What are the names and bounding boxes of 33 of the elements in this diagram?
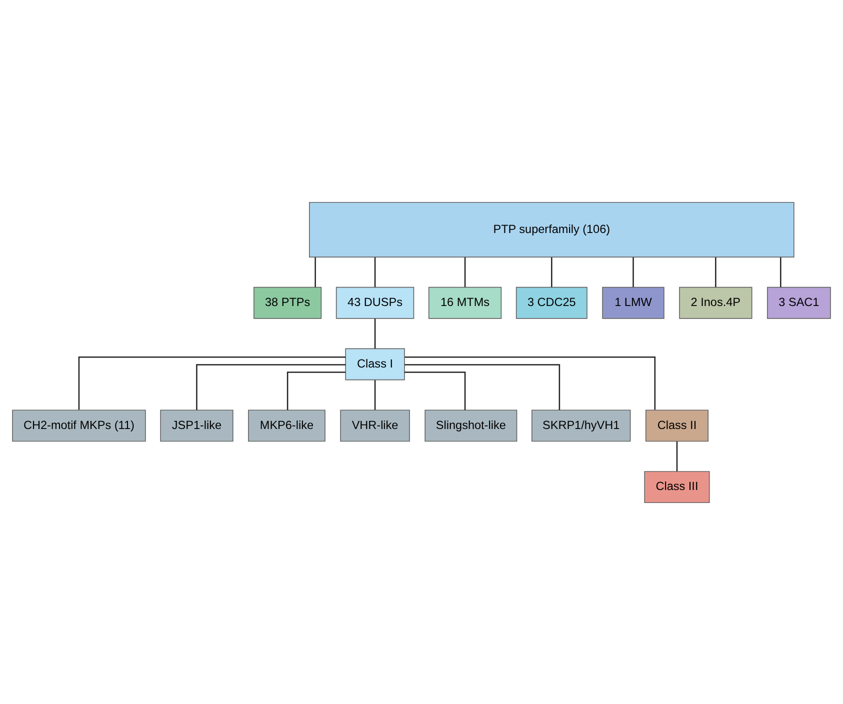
connector (196, 364, 346, 410)
connector (404, 364, 560, 410)
node-box: Slingshot-like (424, 409, 518, 442)
node-box: SKRP1/hyVH1 (531, 409, 631, 442)
connector (404, 371, 466, 410)
connector (715, 256, 716, 287)
connector (780, 256, 782, 287)
node-box: 38 PTPs (254, 286, 322, 318)
connector (78, 356, 346, 410)
node-box: PTP superfamily (106) (309, 201, 794, 257)
node-box: 1 LMW (602, 286, 664, 318)
node-box: 3 SAC1 (766, 286, 831, 318)
node-box: 16 MTMs (428, 286, 502, 318)
node-box: VHR-like (340, 409, 410, 442)
node-box: 3 CDC25 (516, 286, 588, 318)
connector (286, 371, 346, 410)
connector (632, 256, 634, 287)
connector (676, 441, 678, 471)
node-box: CH2-motif MKPs (11) (12, 409, 146, 442)
connector (404, 356, 656, 410)
connector (464, 256, 466, 287)
node-box: Class I (345, 348, 405, 380)
node-box: Class III (644, 470, 710, 503)
node-box: Class II (645, 409, 709, 442)
connector (374, 380, 376, 410)
connector (551, 256, 552, 287)
connector (374, 318, 376, 348)
node-box: JSP1-like (160, 409, 234, 442)
node-box: 2 Inos.4P (679, 286, 752, 318)
connector (314, 256, 316, 287)
node-box: 43 DUSPs (336, 286, 414, 318)
connector (374, 256, 376, 287)
node-box: MKP6-like (248, 409, 326, 442)
